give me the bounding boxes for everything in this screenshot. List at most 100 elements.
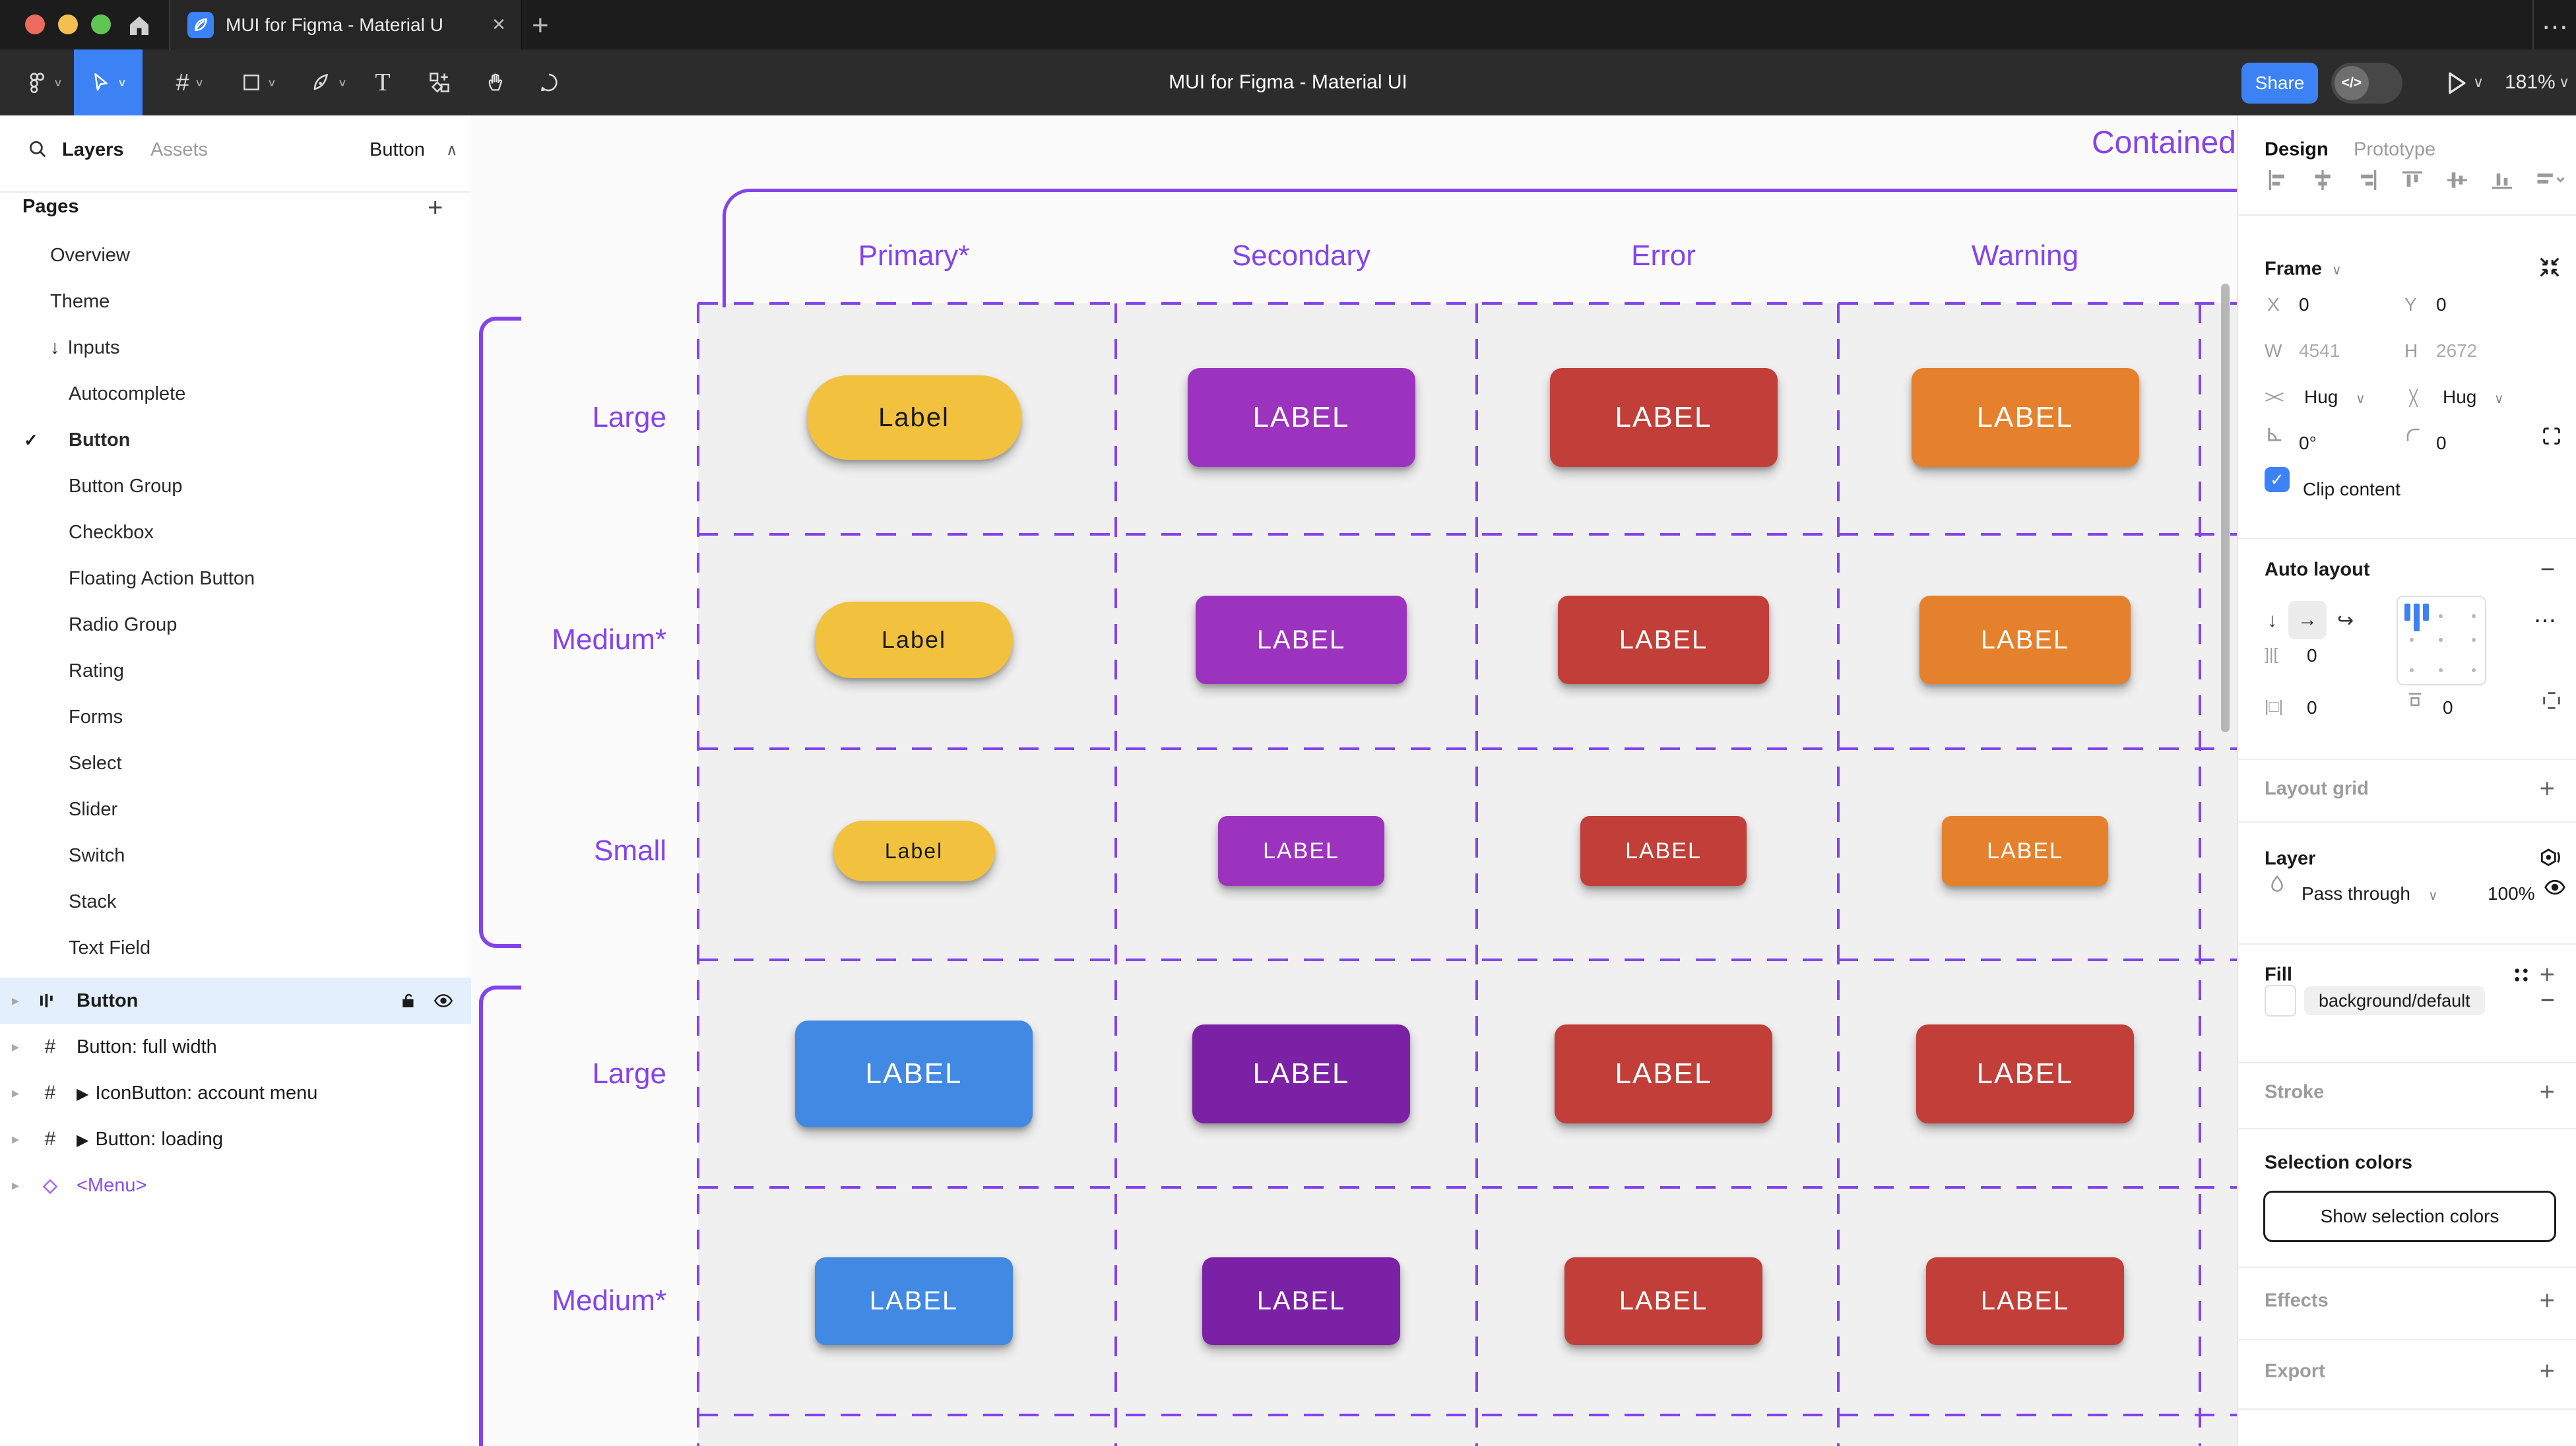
- page-item-inputs[interactable]: ↓Inputs: [0, 325, 521, 371]
- frame-tool[interactable]: #∨: [158, 49, 222, 115]
- shape-tool[interactable]: ∨: [227, 49, 290, 115]
- add-layout-grid-button[interactable]: +: [2539, 774, 2555, 803]
- mui-button-r0-c2[interactable]: LABEL: [1549, 368, 1778, 467]
- mui-button-r2-c2[interactable]: LABEL: [1580, 816, 1747, 886]
- blend-mode-icon[interactable]: [2536, 846, 2563, 873]
- export-header[interactable]: Export: [2265, 1360, 2325, 1382]
- mui-button-r1-c3[interactable]: LABEL: [1919, 596, 2131, 684]
- mui-button-r0-c0[interactable]: Label: [806, 375, 1021, 460]
- stroke-header[interactable]: Stroke: [2265, 1081, 2325, 1103]
- move-tool-selected[interactable]: ∨: [74, 49, 143, 115]
- collapse-arrow-icon[interactable]: ↓: [50, 336, 60, 358]
- mui-button-r4-c3[interactable]: LABEL: [1926, 1257, 2124, 1345]
- align-right-icon[interactable]: [2354, 167, 2381, 193]
- mui-button-r4-c1[interactable]: LABEL: [1202, 1257, 1400, 1345]
- hug-horizontal-value[interactable]: Hug: [2304, 387, 2338, 407]
- gap-value[interactable]: 0: [2307, 645, 2317, 666]
- distribute-icon[interactable]: [2534, 167, 2564, 193]
- tab-prototype[interactable]: Prototype: [2354, 139, 2436, 160]
- tab-assets[interactable]: Assets: [150, 139, 209, 160]
- mui-button-r3-c0[interactable]: LABEL: [795, 1021, 1033, 1127]
- expand-caret-icon[interactable]: ▸: [12, 1131, 20, 1147]
- traffic-close-button[interactable]: [25, 15, 45, 34]
- chevron-down-icon[interactable]: ∨: [2559, 74, 2570, 90]
- comment-tool[interactable]: [523, 49, 575, 115]
- page-item-button-group[interactable]: Button Group: [0, 463, 540, 509]
- x-value[interactable]: 0: [2299, 294, 2309, 315]
- add-page-button[interactable]: +: [428, 193, 443, 222]
- page-item-theme[interactable]: Theme: [0, 278, 521, 325]
- independent-corners-icon[interactable]: [2540, 425, 2563, 447]
- direction-right-selected[interactable]: →: [2288, 601, 2327, 639]
- layer-item-button-loading[interactable]: ▸#▶Button: loading: [0, 1116, 471, 1162]
- expand-caret-icon[interactable]: ▸: [12, 1038, 20, 1055]
- effects-header[interactable]: Effects: [2265, 1290, 2329, 1311]
- blend-mode-value[interactable]: Pass through: [2302, 883, 2410, 904]
- mui-button-r2-c1[interactable]: LABEL: [1218, 816, 1384, 886]
- page-item-radio-group[interactable]: Radio Group: [0, 602, 540, 648]
- vertical-padding-value[interactable]: 0: [2443, 697, 2453, 718]
- tab-active[interactable]: MUI for Figma - Material UI ×: [170, 0, 522, 49]
- chevron-up-icon[interactable]: ∧: [446, 141, 458, 159]
- pen-tool[interactable]: ∨: [296, 49, 362, 115]
- search-icon[interactable]: [26, 138, 49, 160]
- mui-button-r3-c1[interactable]: LABEL: [1192, 1024, 1410, 1123]
- frame-title[interactable]: Contained: [2092, 125, 2236, 160]
- eye-icon[interactable]: [2543, 875, 2567, 899]
- zoom-level[interactable]: 181%: [2505, 71, 2556, 93]
- page-item-switch[interactable]: Switch: [0, 833, 540, 879]
- mui-button-r1-c0[interactable]: Label: [815, 602, 1013, 678]
- add-fill-button[interactable]: +: [2539, 960, 2555, 990]
- traffic-minimize-button[interactable]: [58, 15, 78, 34]
- traffic-zoom-button[interactable]: [91, 15, 111, 34]
- page-item-forms[interactable]: Forms: [0, 694, 540, 740]
- page-item-floating-action-button[interactable]: Floating Action Button: [0, 555, 540, 602]
- align-top-icon[interactable]: [2399, 167, 2426, 193]
- layer-item--menu-[interactable]: ▸◇<Menu>: [0, 1162, 471, 1209]
- align-bottom-icon[interactable]: [2489, 167, 2515, 193]
- expand-caret-icon[interactable]: ▸: [12, 1084, 20, 1101]
- main-menu-button[interactable]: ∨: [16, 49, 73, 115]
- w-value[interactable]: 4541: [2299, 340, 2340, 361]
- chevron-down-icon[interactable]: ∨: [2332, 263, 2342, 278]
- align-left-icon[interactable]: [2265, 167, 2291, 193]
- layer-item-button-full-width[interactable]: ▸#Button: full width: [0, 1024, 471, 1070]
- rotation-value[interactable]: 0°: [2299, 433, 2317, 453]
- layer-item-iconbutton-account-menu[interactable]: ▸#▶IconButton: account menu: [0, 1070, 471, 1116]
- fill-styles-icon[interactable]: [2509, 962, 2534, 988]
- home-icon[interactable]: [125, 12, 153, 40]
- direction-down-icon[interactable]: ↓: [2267, 610, 2277, 631]
- mui-button-r4-c0[interactable]: LABEL: [815, 1257, 1013, 1345]
- opacity-value[interactable]: 100%: [2488, 883, 2535, 904]
- mui-button-r0-c3[interactable]: LABEL: [1911, 368, 2139, 467]
- expand-caret-icon[interactable]: ▸: [12, 992, 20, 1009]
- mui-button-r2-c3[interactable]: LABEL: [1942, 816, 2108, 886]
- page-item-rating[interactable]: Rating: [0, 648, 540, 694]
- layout-grid-header[interactable]: Layout grid: [2265, 778, 2369, 800]
- canvas-scrollbar[interactable]: [2221, 284, 2230, 732]
- y-value[interactable]: 0: [2436, 294, 2447, 315]
- independent-padding-icon[interactable]: [2540, 689, 2563, 712]
- window-overflow-menu[interactable]: ⋯: [2542, 13, 2569, 42]
- text-tool[interactable]: T: [362, 49, 404, 115]
- page-item-checkbox[interactable]: Checkbox: [0, 509, 540, 555]
- tab-layers[interactable]: Layers: [62, 139, 124, 160]
- remove-auto-layout-button[interactable]: −: [2540, 555, 2555, 584]
- page-selector[interactable]: Button: [370, 139, 425, 160]
- wrap-icon[interactable]: ↩: [2337, 610, 2354, 632]
- new-tab-button[interactable]: +: [532, 9, 549, 42]
- corner-radius-value[interactable]: 0: [2436, 433, 2447, 453]
- mui-button-r3-c2[interactable]: LABEL: [1555, 1024, 1772, 1123]
- add-stroke-button[interactable]: +: [2539, 1077, 2555, 1107]
- page-item-autocomplete[interactable]: Autocomplete: [0, 371, 540, 417]
- tab-close-icon[interactable]: ×: [492, 12, 505, 37]
- share-button[interactable]: Share: [2241, 63, 2318, 104]
- code-icon[interactable]: </>: [2334, 66, 2369, 100]
- fill-token[interactable]: background/default: [2304, 986, 2485, 1015]
- alignment-widget[interactable]: [2397, 596, 2486, 685]
- chevron-down-icon[interactable]: ∨: [2428, 889, 2438, 903]
- chevron-down-icon[interactable]: ∨: [2494, 392, 2504, 406]
- page-item-button[interactable]: ✓Button: [0, 417, 540, 463]
- fill-color-swatch[interactable]: [2265, 985, 2296, 1017]
